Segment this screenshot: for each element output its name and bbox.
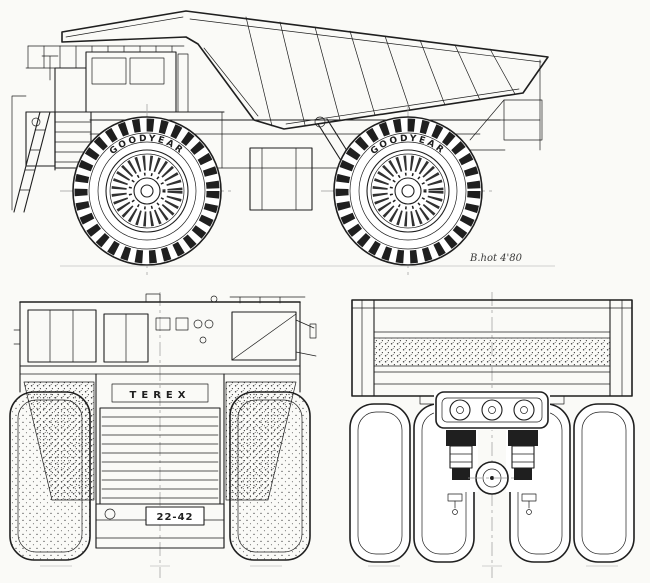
cab bbox=[25, 45, 225, 113]
cab-window bbox=[91, 57, 127, 85]
body-floor-band bbox=[373, 337, 611, 367]
front-bumper: 22-42 bbox=[95, 503, 225, 549]
rear-view bbox=[349, 292, 635, 578]
rear-axle-assembly bbox=[434, 390, 550, 515]
headlight bbox=[31, 117, 41, 127]
mirror bbox=[41, 55, 59, 81]
rear-wheel: GOODYEAR bbox=[321, 104, 495, 278]
rear-tire-outer-left bbox=[349, 403, 411, 563]
headlight bbox=[104, 508, 116, 520]
exhaust-stack bbox=[177, 53, 189, 113]
gauge bbox=[193, 319, 203, 329]
mirror-arms bbox=[295, 319, 317, 357]
license-plate bbox=[145, 506, 205, 526]
rear-tire-outer-right bbox=[573, 403, 635, 563]
mirror bbox=[309, 323, 317, 339]
bumper bbox=[25, 111, 56, 167]
license-plate-text: 22-42 bbox=[157, 512, 194, 523]
front-cab bbox=[13, 293, 317, 393]
cab-window bbox=[129, 57, 165, 85]
front-end bbox=[11, 67, 92, 213]
grille-badge-text: TEREX bbox=[130, 390, 191, 401]
access-ladder bbox=[11, 95, 51, 213]
rear-hub bbox=[394, 177, 422, 205]
front-left-tire bbox=[9, 391, 91, 561]
fuel-tank bbox=[249, 147, 313, 211]
front-wheel-spokes bbox=[111, 155, 183, 227]
front-left-panels bbox=[27, 309, 97, 363]
front-tire-tread bbox=[74, 118, 220, 264]
signature: B.hot 4'80 bbox=[469, 253, 523, 264]
front-view: TEREX 22-42 bbox=[9, 292, 317, 578]
rear-tire-tread bbox=[335, 118, 481, 264]
rear-wheel-spokes bbox=[372, 155, 444, 227]
section-marks bbox=[447, 493, 537, 515]
front-wheel: GOODYEAR bbox=[60, 104, 234, 278]
grille-badge-plate bbox=[111, 383, 209, 403]
body-ribs bbox=[245, 16, 516, 127]
windshield bbox=[231, 311, 297, 361]
dump-body bbox=[61, 10, 549, 151]
final-drive-right bbox=[508, 430, 538, 480]
side-view: GOODYEAR GOODYEAR B.h bbox=[11, 10, 555, 278]
gauge bbox=[204, 319, 214, 329]
rear-overhang bbox=[469, 59, 543, 151]
rear-body bbox=[351, 299, 633, 405]
final-drive-left bbox=[446, 430, 476, 480]
front-hub bbox=[133, 177, 161, 205]
front-right-tire bbox=[229, 391, 311, 561]
